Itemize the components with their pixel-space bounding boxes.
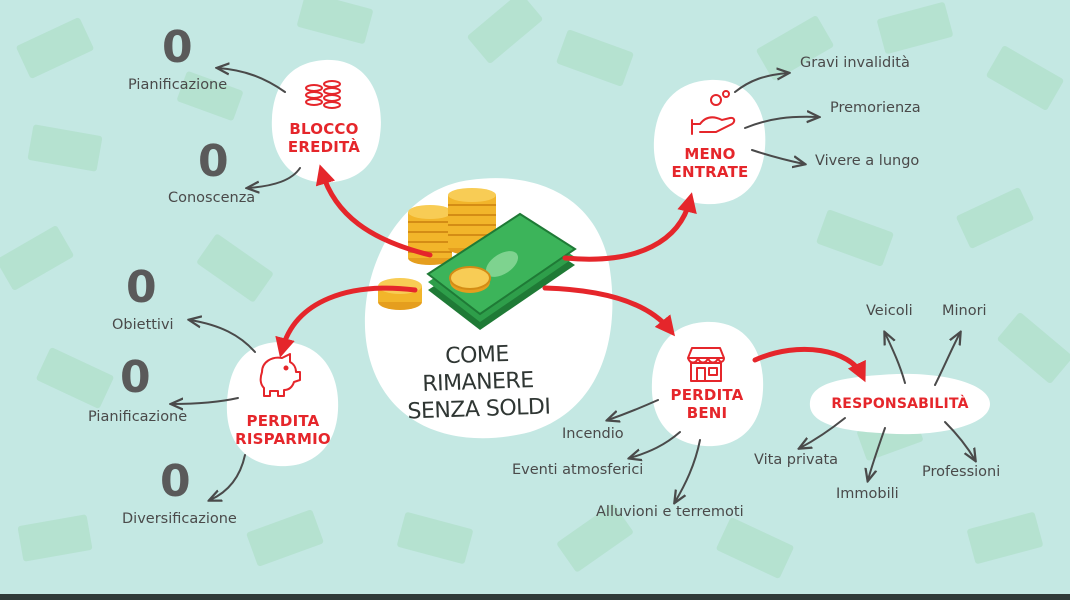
arrow-to-beni — [542, 285, 676, 337]
leaf-beni-eventi: Eventi atmosferici — [512, 462, 644, 478]
arrow-beni-alluvioni — [675, 439, 701, 502]
leaf-meno-premorienza: Premorienza — [830, 100, 921, 116]
node-meno-line1: MENO — [684, 145, 736, 163]
beni-blob — [651, 321, 764, 447]
arrow-blocco-conoscenza — [248, 167, 301, 188]
background-banknotes — [0, 0, 1070, 579]
risparmio-blob — [226, 341, 339, 467]
leaf-blocco-conoscenza: Conoscenza — [168, 190, 256, 206]
arrow-resp-vita — [800, 417, 846, 448]
node-blocco-line2: EREDITÀ — [287, 138, 361, 156]
leaf-risp-diversificazione: Diversificazione — [122, 511, 237, 527]
coin-stack-icon — [305, 80, 341, 109]
leaf-resp-vita: Vita privata — [754, 452, 839, 468]
blocco-blob — [271, 59, 381, 183]
central-topic-line1: COME RIMANERE — [421, 341, 535, 397]
leaf-resp-minori: Minori — [942, 303, 987, 319]
hand-coin-icon — [691, 90, 736, 135]
arrow-resp-professioni — [944, 421, 975, 460]
arrow-risp-obiettivi — [190, 320, 256, 353]
central-topic: COME RIMANERE SENZA SOLDI — [387, 339, 570, 426]
arrow-meno-premorienza — [744, 117, 818, 129]
leaf-resp-immobili: Immobili — [836, 486, 899, 502]
leaf-resp-professioni: Professioni — [922, 464, 1001, 480]
zero-risp-diversificazione: 0 — [160, 456, 191, 507]
node-meno-line2: ENTRATE — [671, 163, 749, 181]
leaf-meno-vivere: Vivere a lungo — [815, 153, 920, 169]
arrow-blocco-pianificazione — [218, 68, 286, 93]
node-blocco-line1: BLOCCO — [289, 120, 359, 138]
coin-front — [449, 266, 491, 293]
leaf-resp-veicoli: Veicoli — [866, 303, 913, 319]
meno-blob — [653, 79, 766, 205]
arrow-resp-veicoli — [885, 333, 906, 384]
leaf-risp-obiettivi: Obiettivi — [112, 317, 174, 333]
zero-blocco-pianificazione: 0 — [162, 22, 193, 73]
node-responsabilita: RESPONSABILITÀ — [820, 395, 980, 413]
arrow-resp-immobili — [868, 427, 886, 480]
node-risparmio-line2: RISPARMIO — [235, 430, 331, 448]
arrow-risp-pianificazione — [172, 397, 239, 404]
leaf-beni-incendio: Incendio — [562, 426, 624, 442]
arrow-beni-incendio — [608, 399, 659, 420]
responsabilita-blob — [809, 373, 990, 435]
responsabilita-ring — [815, 383, 985, 425]
arrow-to-responsabilita — [752, 346, 866, 383]
arrow-meno-vivere — [751, 149, 804, 164]
node-perdita-risparmio: PERDITA RISPARMIO — [228, 412, 338, 448]
leaf-beni-alluvioni: Alluvioni e terremoti — [596, 504, 744, 520]
bottom-border — [0, 594, 1070, 600]
arrow-meno-gravi — [734, 73, 788, 93]
zero-risp-obiettivi: 0 — [126, 262, 157, 313]
arrow-to-meno — [562, 192, 697, 262]
node-blocco-eredita: BLOCCO EREDITÀ — [276, 120, 372, 156]
node-meno-entrate: MENO ENTRATE — [660, 145, 760, 181]
node-risparmio-line1: PERDITA — [246, 412, 320, 430]
node-beni-line2: BENI — [686, 404, 728, 422]
leaf-risp-pianificazione: Pianificazione — [88, 409, 188, 425]
main-arrows — [275, 164, 866, 383]
leaf-blocco-pianificazione: Pianificazione — [128, 77, 228, 93]
node-perdita-beni: PERDITA BENI — [662, 386, 752, 422]
node-beni-line1: PERDITA — [670, 386, 744, 404]
arrow-risp-diversificazione — [210, 454, 246, 500]
zero-blocco-conoscenza: 0 — [198, 136, 229, 187]
arrow-beni-eventi — [630, 431, 681, 458]
leaf-meno-gravi: Gravi invalidità — [800, 55, 910, 71]
arrow-to-blocco — [315, 164, 433, 258]
leaf-arrows — [172, 68, 975, 502]
node-responsabilita-label: RESPONSABILITÀ — [831, 396, 969, 412]
piggy-bank-icon — [259, 353, 301, 397]
arrow-to-risparmio — [275, 285, 418, 358]
shop-icon — [687, 347, 725, 382]
zero-risp-pianificazione: 0 — [120, 352, 151, 403]
arrow-resp-minori — [934, 333, 960, 386]
